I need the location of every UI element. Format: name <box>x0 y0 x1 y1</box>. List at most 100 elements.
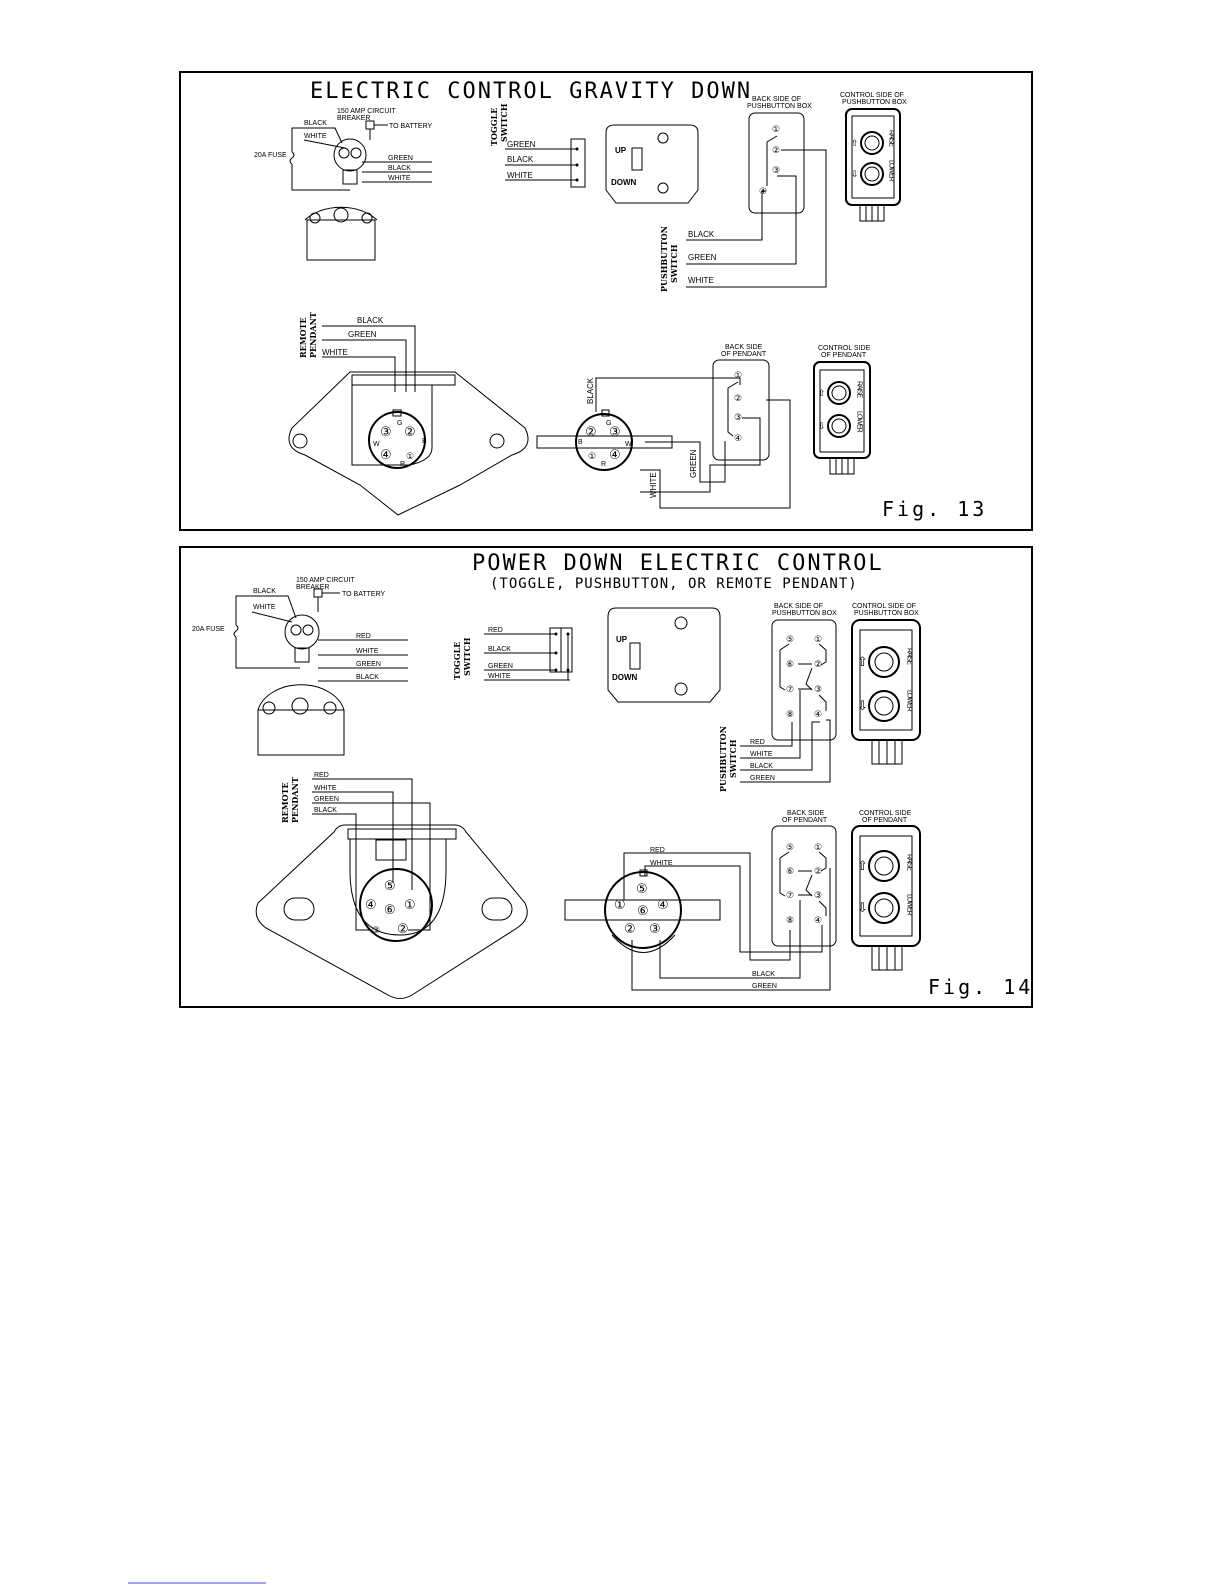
fig13-motor-flange <box>304 206 378 221</box>
fig14-toggle-wire-white: WHITE <box>488 673 511 680</box>
fig13-remote-wire-black: BLACK <box>357 316 384 325</box>
fig14-pend-down-arrow-icon: ⇩ <box>857 901 868 916</box>
fig14-pb-wire-red: RED <box>750 739 765 746</box>
fig13-plug-wire-white: WHITE <box>649 472 658 498</box>
fig13-toggle-wire-green: GREEN <box>507 140 536 149</box>
fig14-pend-control-box <box>851 825 921 947</box>
fig14-remote-label-1: REMOTE <box>280 782 290 823</box>
fig13-pend-lower-label: LOWER <box>856 411 863 433</box>
fig14-wire-white: WHITE <box>253 604 276 611</box>
fig14-motor-wire-white: WHITE <box>356 648 379 655</box>
fig13-pb-term-2: ② <box>772 146 780 156</box>
fig13-pend-back-label-1: BACK SIDE <box>725 344 763 351</box>
fig13-toggle-wire-black: BLACK <box>507 155 534 164</box>
fig14-solenoid <box>284 614 320 650</box>
fig14-plug-face <box>604 871 682 949</box>
fig13-toggle-label-2: SWITCH <box>499 103 509 142</box>
fig14-pb-wire-black: BLACK <box>750 763 773 770</box>
fig13-pendant-plug: ② ③ ① ④ G B W R BLACK WHITE GREEN <box>536 377 791 509</box>
fig14-panel: POWER DOWN ELECTRIC CONTROL (TOGGLE, PUS… <box>179 546 1033 1008</box>
fig14-toggle-lever <box>629 642 641 670</box>
fig13-plug-wire-black: BLACK <box>586 377 595 404</box>
fig13-pb-switch-label-2: SWITCH <box>669 244 679 283</box>
fig14-plug-pin-1: ① <box>614 898 626 913</box>
fig13-plug-letter-r: R <box>601 461 606 468</box>
fig13-socket-plate <box>288 371 529 516</box>
fig13-remote-label-2: PENDANT <box>308 312 318 358</box>
fig13-pend-ctrl-label-2: OF PENDANT <box>821 352 867 359</box>
fig13-pb-up-arrow-icon: ⇧ <box>851 139 859 149</box>
fig14-pend-term-5: ⑤ <box>786 843 794 853</box>
fig14-pend-up-arrow-icon: ⇧ <box>857 859 868 874</box>
fig14-pb-ctrl-label-1: CONTROL SIDE OF <box>852 603 916 610</box>
fig14-pb-ctrl-label-2: PUSHBUTTON BOX <box>854 610 919 617</box>
fig14-figure-label: Fig. 14 <box>928 975 1033 999</box>
fig13-breaker-label-1: 150 AMP CIRCUIT <box>337 108 396 115</box>
fig14-plug-pin-5: ⑤ <box>636 882 648 897</box>
fig13-pend-term-1: ① <box>734 371 742 381</box>
fig13-pb-down-arrow-icon: ⇩ <box>851 170 859 180</box>
fig14-socket-pin-3: ③ <box>372 926 380 936</box>
fig13-pend-up-arrow-icon: ⇧ <box>818 389 826 399</box>
fig14-toggle-plate <box>607 607 721 703</box>
fig13-fuse-icon <box>289 151 295 165</box>
fig14-remote-wire-black: BLACK <box>314 807 337 814</box>
fig14-pend-term-8: ⑧ <box>786 916 794 926</box>
fig14-pb-term-2: ② <box>814 660 822 670</box>
fig14-plug-pin-6: ⑥ <box>637 904 649 919</box>
fig13-pb-raise-label: RAISE <box>888 130 895 147</box>
fig14-socket-pin-2: ② <box>397 922 409 937</box>
fig13-pb-wire-black: BLACK <box>688 230 715 239</box>
fig13-pend-control-box <box>813 361 871 459</box>
fig14-pend-term-3: ③ <box>814 891 822 901</box>
fig13-wire-green: GREEN <box>388 155 413 162</box>
fig14-toggle-down: DOWN <box>612 673 638 682</box>
fig13-title: ELECTRIC CONTROL GRAVITY DOWN <box>310 79 752 104</box>
fig14-pb-term-1: ① <box>814 635 822 645</box>
fig13-pb-raise-button <box>860 131 884 155</box>
fig14-pb-wire-green: GREEN <box>750 775 775 782</box>
fig13-figure-label: Fig. 13 <box>882 497 987 521</box>
fig14-pend-ctrl-label-1: CONTROL SIDE <box>859 810 912 817</box>
fig13-pb-back-label-1: BACK SIDE OF <box>752 96 801 103</box>
fig13-socket-letter-b: B <box>422 438 427 445</box>
fig13-pend-raise-label: RAISE <box>856 381 863 398</box>
fig14-motor-assembly: 150 AMP CIRCUIT BREAKER TO BATTERY BLACK… <box>192 577 408 756</box>
fig13-fuse-label: 20A FUSE <box>254 152 287 159</box>
fig13-pb-ctrl-label-2: PUSHBUTTON BOX <box>842 99 907 106</box>
fig14-pendant-plug: ⑤ ① ⑥ ④ ② ③ RED WHITE BLACK GREEN <box>564 847 831 991</box>
fig13-remote-wire-green: GREEN <box>348 330 377 339</box>
fig14-pb-raise-button <box>868 646 900 678</box>
fig14-motor-wire-red: RED <box>356 633 371 640</box>
fig14-plug-wire-black: BLACK <box>752 971 775 978</box>
fig14-fuse-label: 20A FUSE <box>192 626 225 633</box>
fig14-plug-pin-4: ④ <box>657 898 669 913</box>
fig14-pb-control-box <box>851 619 921 741</box>
fig14-toggle-wire-red: RED <box>488 627 503 634</box>
fig14-title: POWER DOWN ELECTRIC CONTROL <box>472 551 884 576</box>
fig13-toggle-down: DOWN <box>611 178 637 187</box>
fig14-plug-wire-white: WHITE <box>650 860 673 867</box>
fig13-remote-label-1: REMOTE <box>298 317 308 358</box>
fig14-pend-lower-label: LOWER <box>906 894 913 916</box>
fig13-plug-pin-1: ① <box>588 452 596 462</box>
fig13-pend-down-arrow-icon: ⇩ <box>818 422 826 432</box>
fig14-pend-raise-button <box>868 850 900 882</box>
fig14-socket-face <box>359 868 433 942</box>
fig13-pb-lower-button <box>860 162 884 186</box>
fig14-pb-up-arrow-icon: ⇧ <box>857 655 868 670</box>
fig14-wire-black: BLACK <box>253 588 276 595</box>
fig13-socket-letter-g: G <box>397 420 402 427</box>
fig14-pb-lower-button <box>868 690 900 722</box>
fig14-plug-handle <box>564 899 721 921</box>
fig14-pb-term-7: ⑦ <box>786 685 794 695</box>
fig13-pb-term-1: ① <box>772 125 780 135</box>
fig14-pb-raise-label: RAISE <box>906 648 913 665</box>
fig14-remote-socket: REMOTE PENDANT RED WHITE GREEN BLACK ⑤ ④… <box>255 772 528 999</box>
fig13-pb-lower-label: LOWER <box>888 160 895 182</box>
fig14-pend-raise-label: RAISE <box>906 854 913 871</box>
fig13-pb-switch-label-1: PUSHBUTTON <box>659 226 669 292</box>
fig14-breaker-label-2: BREAKER <box>296 584 329 591</box>
fig14-remote-wire-red: RED <box>314 772 329 779</box>
fig14-socket-pin-1: ① <box>404 898 416 913</box>
